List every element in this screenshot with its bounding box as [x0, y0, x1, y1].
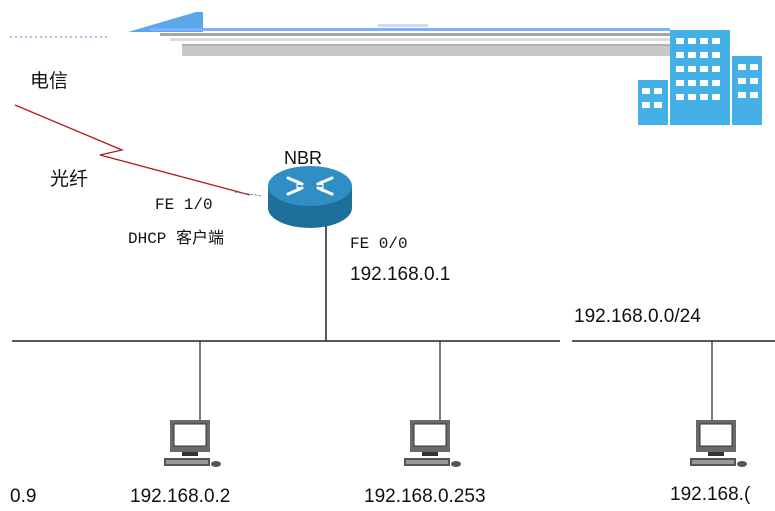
computer-icon	[690, 420, 747, 467]
fiber-label: 光纤	[50, 169, 89, 190]
host-ip-label: 192.168.0.2	[130, 486, 231, 507]
lan-port-label: FE 0/0	[350, 235, 408, 253]
computer-icon	[404, 420, 461, 467]
host-ip-label: 0.9	[10, 486, 37, 507]
building-icon	[638, 30, 762, 125]
top-banner	[10, 12, 675, 56]
router-icon	[268, 166, 352, 228]
fiber-link	[14, 104, 263, 197]
isp-label: 电信	[30, 71, 69, 92]
host-ip-label: 192.168.(	[670, 484, 751, 505]
computer-icon	[164, 420, 221, 467]
wan-port-label: FE 1/0	[155, 196, 213, 214]
host-ip-label: 192.168.0.253	[364, 486, 486, 507]
wan-mode-label: DHCP 客户端	[128, 230, 225, 248]
lan-ip-label: 192.168.0.1	[350, 264, 451, 285]
router-name-label: NBR	[284, 148, 323, 168]
subnet-label: 192.168.0.0/24	[574, 306, 701, 327]
